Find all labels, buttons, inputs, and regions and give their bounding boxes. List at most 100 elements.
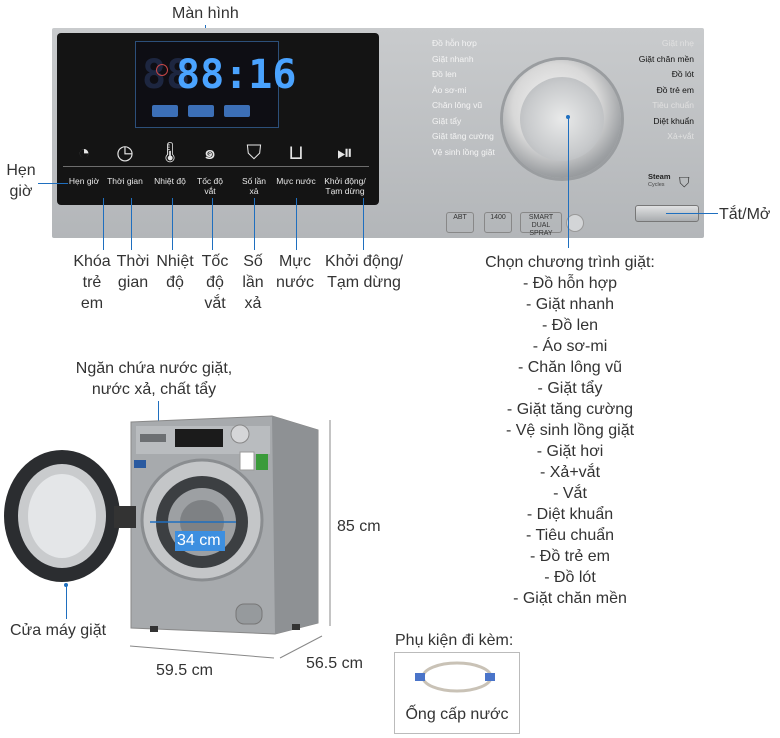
lcd-ghost-digits: 88	[142, 52, 191, 98]
lcd-digits: 88:16	[176, 52, 297, 98]
display-callout-label: Màn hình	[172, 5, 239, 22]
program-list-item: - Xả+vắt	[539, 464, 601, 481]
panel-button-label: Khởi động/ Tạm dừng	[324, 176, 366, 196]
program-label-right: Đồ lót	[671, 69, 694, 79]
program-label-right: Diệt khuẩn	[653, 115, 694, 126]
dial-callout-line	[568, 118, 569, 248]
timer-delay-icon[interactable]: ◔	[77, 142, 91, 164]
panel-button-label: Mực nước	[276, 176, 316, 186]
width-label: 59.5 cm	[156, 662, 213, 679]
program-label-left: Đồ hỗn hợp	[432, 38, 477, 48]
spin-icon[interactable]: ๑	[203, 142, 217, 164]
program-label-left: Áo sơ-mi	[432, 84, 467, 95]
dial-center-dot	[566, 115, 570, 119]
panel-button-label: Số lần xả	[241, 176, 267, 196]
program-list-item: - Vệ sinh lồng giặt	[505, 422, 635, 439]
accessory-item-label: Ống cấp nước	[405, 706, 509, 723]
program-label-right: Giặt nhẹ	[661, 38, 694, 48]
lcd-clock-icon	[156, 64, 168, 76]
program-list-item: - Tiêu chuẩn	[525, 527, 615, 544]
program-list-item: - Giặt chăn mền	[513, 590, 627, 607]
program-list: Chọn chương trình giặt: - Đồ hỗn hợp - Gi…	[466, 252, 674, 609]
accessory-title: Phụ kiện đi kèm:	[395, 632, 514, 649]
program-list-item: - Đồ lót	[544, 569, 596, 586]
program-list-item: - Diệt khuẩn	[526, 506, 614, 523]
washing-machine-illustration	[4, 415, 331, 659]
door-callout-dot	[64, 583, 68, 587]
height-label: 85 cm	[337, 518, 381, 535]
child-lock-callout-line	[103, 198, 104, 250]
program-label-right: Xả+vắt	[667, 131, 694, 141]
time-callout-line	[131, 198, 132, 250]
program-list-item: - Giặt nhanh	[525, 296, 615, 313]
panel-button-label: Thời gian	[107, 176, 143, 186]
program-label-left: Vệ sinh lồng giặt	[432, 146, 495, 157]
program-label-left: Đồ len	[432, 69, 457, 79]
detergent-callout-line	[158, 401, 159, 435]
rinse-callout-line	[254, 198, 255, 250]
water-callout-label: Mực nước	[275, 253, 315, 291]
water-hose-icon	[415, 661, 495, 693]
lcd-lock-icon	[152, 105, 178, 117]
panel-badge: ABT	[446, 212, 474, 233]
start-callout-line	[363, 198, 364, 250]
child-lock-callout-label: Khóa trẻ em	[73, 253, 111, 312]
panel-button-label: Nhiệt độ	[154, 176, 186, 186]
shirt-steam-icon: ⛉	[679, 174, 690, 190]
door-callout-line	[66, 585, 67, 619]
accessory-box: Ống cấp nước	[394, 652, 520, 734]
lcd-wash-icon	[188, 105, 214, 117]
lcd-screen: 88 88:16	[135, 41, 296, 128]
program-list-item: - Đồ hỗn hợp	[522, 275, 618, 292]
steam-label: Steam	[648, 172, 671, 181]
program-list-item: - Áo sơ-mi	[532, 338, 608, 355]
timer-callout-label: Hẹn giờ	[6, 162, 36, 200]
program-list-item: - Giặt tẩy	[537, 380, 603, 397]
water-callout-line	[296, 198, 297, 250]
rinse-callout-label: Số lần xả	[242, 253, 264, 312]
steam-sub-label: Cycles	[648, 182, 665, 188]
lcd-shirt-icon	[224, 105, 250, 117]
power-callout-label: Tắt/Mở	[719, 206, 771, 223]
program-label-left: Giặt tăng cường	[432, 131, 494, 141]
detergent-callout-label: Ngăn chứa nước giặt, nước xả, chất tẩy	[75, 360, 233, 398]
program-label-right: Tiêu chuẩn	[652, 100, 694, 110]
spin-callout-line	[212, 198, 213, 250]
program-label-right: Đồ trẻ em	[656, 84, 694, 95]
time-callout-label: Thời gian	[116, 253, 150, 291]
program-label-left: Giặt nhanh	[432, 53, 474, 64]
program-list-item: - Giặt tăng cường	[506, 401, 634, 418]
steam-badge: Steam Cycles ⛉	[648, 172, 696, 192]
panel-badge: 1400	[484, 212, 512, 233]
water-level-icon[interactable]: ⊔	[288, 142, 304, 164]
program-label-left: Giặt tẩy	[432, 115, 462, 126]
thermometer-icon[interactable]: 🌡	[157, 142, 183, 164]
program-list-item: - Vắt	[553, 485, 587, 502]
door-callout-label: Cửa máy giặt	[10, 622, 107, 639]
program-list-title: Chọn chương trình giặt:	[485, 254, 655, 271]
program-label-left: Chăn lông vũ	[432, 100, 483, 110]
start-callout-label: Khởi động/ Tạm dừng	[324, 253, 404, 291]
power-callout-line	[666, 213, 718, 214]
door-size-badge	[175, 531, 225, 551]
temp-callout-line	[172, 198, 173, 250]
panel-separator	[63, 166, 369, 167]
depth-label: 56.5 cm	[306, 655, 363, 672]
program-dial-inner	[520, 77, 604, 161]
program-list-item: - Chăn lông vũ	[517, 359, 623, 376]
sensor-icon	[566, 214, 584, 232]
program-label-right: Giặt chăn mền	[638, 53, 694, 64]
panel-button-label: Tốc độ vắt	[197, 176, 223, 196]
temp-callout-label: Nhiệt độ	[156, 253, 194, 291]
panel-badge: SMART DUAL SPRAY	[520, 212, 562, 237]
spin-callout-label: Tốc độ vắt	[201, 253, 229, 312]
program-list-item: - Đồ len	[541, 317, 599, 334]
program-list-item: - Đồ trẻ em	[529, 548, 610, 565]
timer-callout-line	[38, 183, 68, 184]
rinse-icon[interactable]: ⛉	[246, 142, 262, 164]
panel-button-label: Hẹn giờ	[68, 176, 100, 186]
program-list-item: - Giặt hơi	[536, 443, 604, 460]
clock-icon[interactable]: ◷	[116, 142, 134, 164]
play-pause-icon[interactable]: ⏯	[337, 142, 353, 164]
door-size-label: 34 cm	[177, 532, 221, 549]
